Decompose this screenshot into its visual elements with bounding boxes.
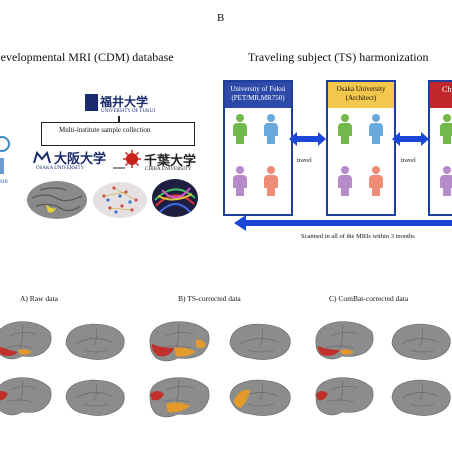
- person-green-icon: [233, 114, 247, 144]
- tractography-brain-image: [150, 176, 200, 220]
- left-edge-circle-icon: [0, 136, 10, 152]
- panel-c-caption: C) ComBat-corrected data: [329, 294, 409, 303]
- chiba-logo: 千葉大学 CHIBA UNIVERSITY: [123, 150, 198, 175]
- travel-arrow-1: [289, 131, 326, 147]
- card2-header: Osaka University (Architect): [328, 82, 394, 108]
- combat-medial-top-brain: [388, 320, 452, 364]
- scanned-arrow: [234, 215, 452, 231]
- card-osaka-university: Osaka University (Architect): [326, 80, 396, 216]
- cortical-surface-image: [26, 178, 88, 220]
- person-purple-icon: [440, 166, 452, 196]
- card1-header: University of Fukui (PET/MR,MR750): [225, 82, 291, 108]
- card1-subtitle: (PET/MR,MR750): [231, 94, 285, 102]
- connectome-brain-image: [92, 178, 148, 220]
- panel-b-caption: B) TS-corrected data: [178, 294, 241, 303]
- fukui-logo-text: 福井大学: [100, 95, 149, 109]
- chiba-emblem-icon: [123, 150, 141, 168]
- collection-label: Multi-institute sample collection: [57, 126, 153, 134]
- osaka-logo: 大阪大学 OSAKA UNIVERSITY: [33, 148, 113, 173]
- ts-lateral-bottom-brain: [146, 374, 214, 422]
- travel-arrow-2: [392, 131, 429, 147]
- card2-subtitle: (Architect): [345, 94, 377, 102]
- scanned-label: Scanned in all of the MRIs within 3 mont…: [301, 233, 415, 240]
- card3-header: Ch: [430, 82, 452, 108]
- raw-medial-top-brain: [62, 320, 128, 364]
- person-blue-icon: [264, 114, 278, 144]
- panel-a-label: A) Raw data: [20, 294, 58, 303]
- raw-lateral-top-brain: [0, 318, 54, 364]
- combat-lateral-bottom-brain: [312, 374, 376, 420]
- travel-label-2: travel: [401, 157, 416, 164]
- card3-title: Ch: [442, 85, 452, 94]
- person-purple-icon: [338, 166, 352, 196]
- ts-lateral-top-brain: [146, 318, 214, 366]
- ts-medial-top-brain: [226, 320, 294, 364]
- ts-harmonization-title: Traveling subject (TS) harmonization: [248, 50, 429, 64]
- fukui-emblem-icon: [85, 94, 98, 111]
- card-university-of-fukui: University of Fukui (PET/MR,MR750): [223, 80, 293, 216]
- person-salmon-icon: [264, 166, 278, 196]
- cdm-database-title: Developmental MRI (CDM) database: [0, 50, 174, 64]
- left-edge-label: MB: [0, 180, 8, 185]
- card2-title: Osaka University: [336, 85, 386, 93]
- chiba-logo-text: 千葉大学: [144, 154, 197, 169]
- person-salmon-icon: [369, 166, 383, 196]
- card1-title: University of Fukui: [230, 85, 286, 93]
- ts-medial-bottom-brain: [226, 376, 294, 420]
- travel-label-1: travel: [297, 157, 312, 164]
- panel-b-label: B: [217, 12, 225, 24]
- chiba-logo-sub: CHIBA UNIVERSITY: [145, 167, 192, 172]
- combat-lateral-top-brain: [312, 318, 376, 364]
- fukui-logo-sub: UNIVERSITY OF FUKUI: [101, 109, 155, 114]
- fukui-logo: 福井大学 UNIVERSITY OF FUKUI: [84, 92, 155, 117]
- osaka-emblem-icon: [33, 150, 51, 164]
- collection-bracket-stem: [118, 116, 120, 123]
- raw-lateral-bottom-brain: [0, 374, 54, 420]
- combat-medial-bottom-brain: [388, 376, 452, 420]
- person-green-icon: [440, 114, 452, 144]
- person-purple-icon: [233, 166, 247, 196]
- left-edge-tree-icon: [0, 158, 4, 174]
- osaka-chiba-arrow: [113, 158, 125, 169]
- person-blue-icon: [369, 114, 383, 144]
- person-green-icon: [338, 114, 352, 144]
- collection-bracket-bottom: [41, 139, 195, 146]
- raw-medial-bottom-brain: [62, 376, 128, 420]
- osaka-logo-text: 大阪大学: [54, 152, 107, 167]
- osaka-logo-sub: OSAKA UNIVERSITY: [36, 166, 85, 171]
